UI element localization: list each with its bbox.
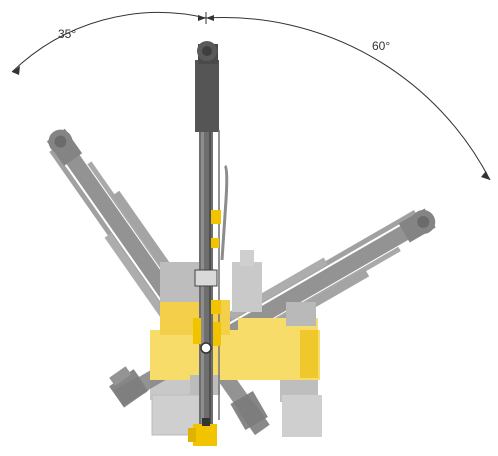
angle-arc-left <box>11 12 207 73</box>
carrier-yellow-body <box>150 330 320 380</box>
right-track <box>282 395 322 437</box>
angle-arc-right <box>205 17 491 181</box>
feed-cradle <box>194 269 218 287</box>
angle-label-left: 35° <box>58 27 76 41</box>
rotation-unit <box>193 424 217 446</box>
angle-annotations: 35° 60° <box>11 12 491 181</box>
boom-position-vertical <box>188 41 229 446</box>
angle-label-right: 60° <box>372 39 390 53</box>
top-cylinder <box>195 60 219 132</box>
swing-pivot <box>200 342 212 354</box>
